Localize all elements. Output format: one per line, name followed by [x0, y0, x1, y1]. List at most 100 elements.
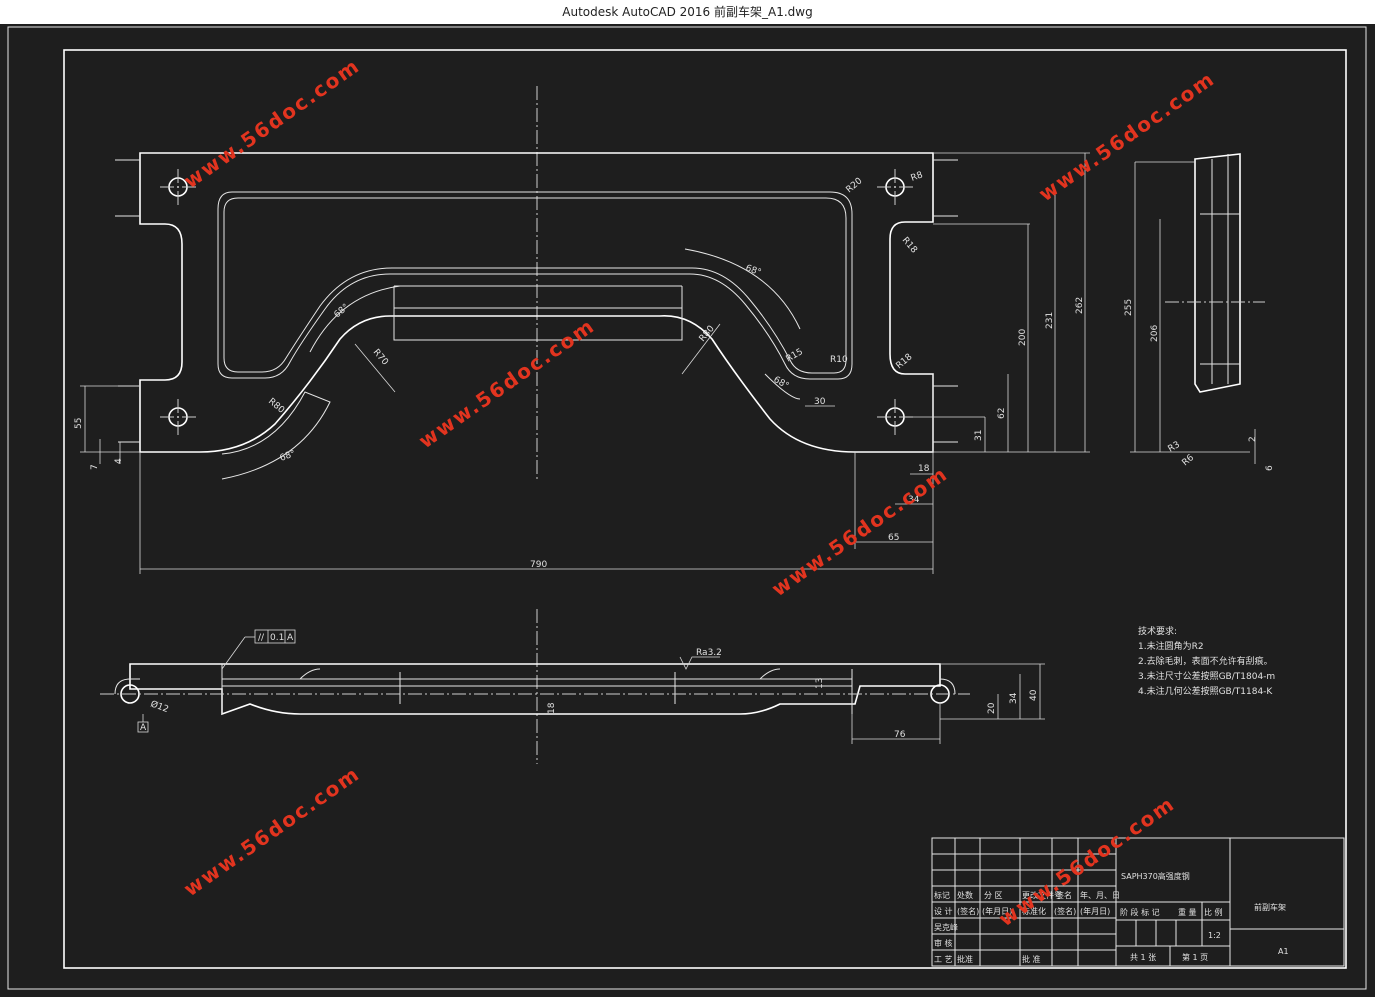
- tb-scale: 1:2: [1208, 931, 1221, 940]
- tb-material: SAPH370高强度钢: [1121, 871, 1190, 881]
- watermark-1: www.56doc.com: [179, 53, 364, 193]
- tb-header-sign: 签名: [1056, 890, 1072, 900]
- sheet-inner-border: [63, 49, 1347, 969]
- dim-2: 2: [1248, 436, 1258, 442]
- dim-4: 4: [114, 458, 124, 464]
- dim-18: 18: [918, 464, 930, 474]
- dim-255: 255: [1124, 299, 1134, 316]
- dim-6: 6: [1265, 465, 1275, 471]
- angle-68-right: 68°: [744, 263, 762, 278]
- frame-outline: [139, 152, 934, 453]
- front-view: 76 40 34 20 18 13 Ø12 // 0.1 A A Ra3.2: [100, 629, 1045, 744]
- side-view-right: 255 206 R3 R6 2 6: [1124, 153, 1275, 471]
- watermark-3: www.56doc.com: [414, 313, 599, 453]
- tb-standard-date: (年月日): [1080, 906, 1110, 916]
- tb-part-name: 前副车架: [1254, 902, 1286, 912]
- technical-notes: 技术要求: 1.未注圆角为R2 2.去除毛刺，表面不允许有刮痕。 3.未注尺寸公…: [1138, 625, 1275, 697]
- radius-r6: R6: [1181, 453, 1197, 469]
- title-block: 标记 处数 分 区 更改文件号 签名 年、月、日 设 计 (签名) (年月日) …: [931, 837, 1345, 967]
- tb-stage: 阶 段 标 记: [1120, 907, 1160, 917]
- radius-r3: R3: [1167, 440, 1182, 455]
- tb-standard-sign: (签名): [1054, 906, 1076, 916]
- dim-200: 200: [1018, 329, 1028, 346]
- arc-68-left: [309, 285, 401, 353]
- radius-r70: R70: [371, 348, 390, 368]
- tb-sheets-total: 共 1 张: [1130, 953, 1156, 962]
- tb-header-zone: 分 区: [984, 891, 1003, 900]
- arc-68-right: [684, 248, 801, 330]
- dim-76: 76: [894, 730, 906, 740]
- watermarks: www.56doc.com www.56doc.com www.56doc.co…: [179, 53, 1219, 931]
- dim-30: 30: [814, 397, 826, 407]
- tb-design-date: (年月日): [982, 906, 1012, 916]
- top-view-dimensions: [80, 152, 1090, 574]
- hole-top-right: [877, 169, 913, 205]
- dim-55: 55: [74, 418, 84, 429]
- note-3: 3.未注尺寸公差按照GB/T1804-m: [1138, 670, 1275, 682]
- tb-header-count: 处数: [957, 890, 973, 900]
- tb-designer: 吴克峰: [934, 922, 958, 932]
- tb-header-docno: 更改文件号: [1022, 890, 1062, 900]
- tb-ratio: 比 例: [1204, 907, 1223, 917]
- center-rect: [393, 286, 683, 341]
- hole-top-left: [160, 169, 196, 205]
- tb-approve2: 批 准: [1022, 954, 1041, 964]
- tolerance-datum: A: [287, 633, 294, 643]
- tolerance-symbol: //: [258, 633, 265, 643]
- dim-790: 790: [530, 560, 547, 570]
- sheet-outer-border: [7, 26, 1367, 990]
- watermark-5: www.56doc.com: [179, 761, 364, 901]
- tb-header-mark: 标记: [934, 890, 950, 900]
- roughness-value: Ra3.2: [696, 648, 722, 658]
- dim-7: 7: [90, 464, 100, 470]
- arc-68-bottom: [221, 391, 331, 480]
- watermark-2: www.56doc.com: [1034, 66, 1219, 206]
- tb-sheet-no: 第 1 页: [1182, 952, 1208, 962]
- arc-68-lower-right: [764, 373, 801, 400]
- tb-approve: 批准: [957, 954, 973, 964]
- cad-drawing[interactable]: 790 65 34 18 30 62 31 200 231 262 55 7 4…: [0, 24, 1375, 993]
- roughness-symbol: [679, 656, 720, 670]
- dim-231: 231: [1045, 312, 1055, 329]
- tb-sheet-size: A1: [1278, 947, 1289, 956]
- note-4: 4.未注几何公差按照GB/T1184-K: [1138, 685, 1273, 697]
- tolerance-frame: [254, 629, 296, 644]
- tb-weight: 重 量: [1178, 907, 1197, 917]
- inner-window-inner: [223, 197, 847, 374]
- note-1: 1.未注圆角为R2: [1138, 640, 1204, 652]
- note-2: 2.去除毛刺，表面不允许有刮痕。: [1138, 655, 1273, 667]
- drawing-canvas[interactable]: 790 65 34 18 30 62 31 200 231 262 55 7 4…: [0, 24, 1375, 993]
- radius-r8: R8: [910, 170, 925, 184]
- radius-r80-left: R80: [266, 397, 286, 416]
- tb-review: 审 核: [934, 938, 953, 948]
- diameter-12: Ø12: [149, 698, 170, 715]
- dim-20: 20: [987, 702, 997, 714]
- dim-62: 62: [997, 408, 1007, 419]
- radius-r15: R15: [785, 347, 805, 365]
- radius-r18-lower: R18: [895, 352, 915, 371]
- radius-r18-upper: R18: [900, 236, 919, 256]
- tolerance-value: 0.1: [270, 633, 284, 643]
- tb-design: 设 计: [934, 906, 953, 916]
- window-title-bar: Autodesk AutoCAD 2016 前副车架_A1.dwg: [0, 0, 1375, 24]
- datum-label: A: [140, 723, 147, 733]
- dim-262: 262: [1075, 297, 1085, 314]
- top-view: [115, 152, 958, 480]
- dim-34: 34: [908, 495, 920, 505]
- dim-65: 65: [888, 533, 899, 543]
- tb-design-sign: (签名): [957, 906, 979, 916]
- dim-13: 13: [815, 678, 825, 689]
- watermark-4: www.56doc.com: [767, 461, 952, 601]
- dim-34-front: 34: [1009, 692, 1019, 704]
- radius-r10: R10: [830, 355, 848, 365]
- tb-standard: 标准化: [1022, 906, 1046, 916]
- inner-window-outer: [217, 191, 853, 380]
- dim-31: 31: [974, 430, 984, 441]
- dim-18-front: 18: [547, 702, 557, 714]
- angle-68-bottom: 68°: [279, 449, 297, 464]
- dim-40: 40: [1029, 689, 1039, 701]
- dim-206: 206: [1150, 325, 1160, 342]
- notes-heading: 技术要求:: [1138, 625, 1177, 637]
- tb-header-date: 年、月、日: [1080, 890, 1120, 900]
- tb-process: 工 艺: [934, 955, 953, 964]
